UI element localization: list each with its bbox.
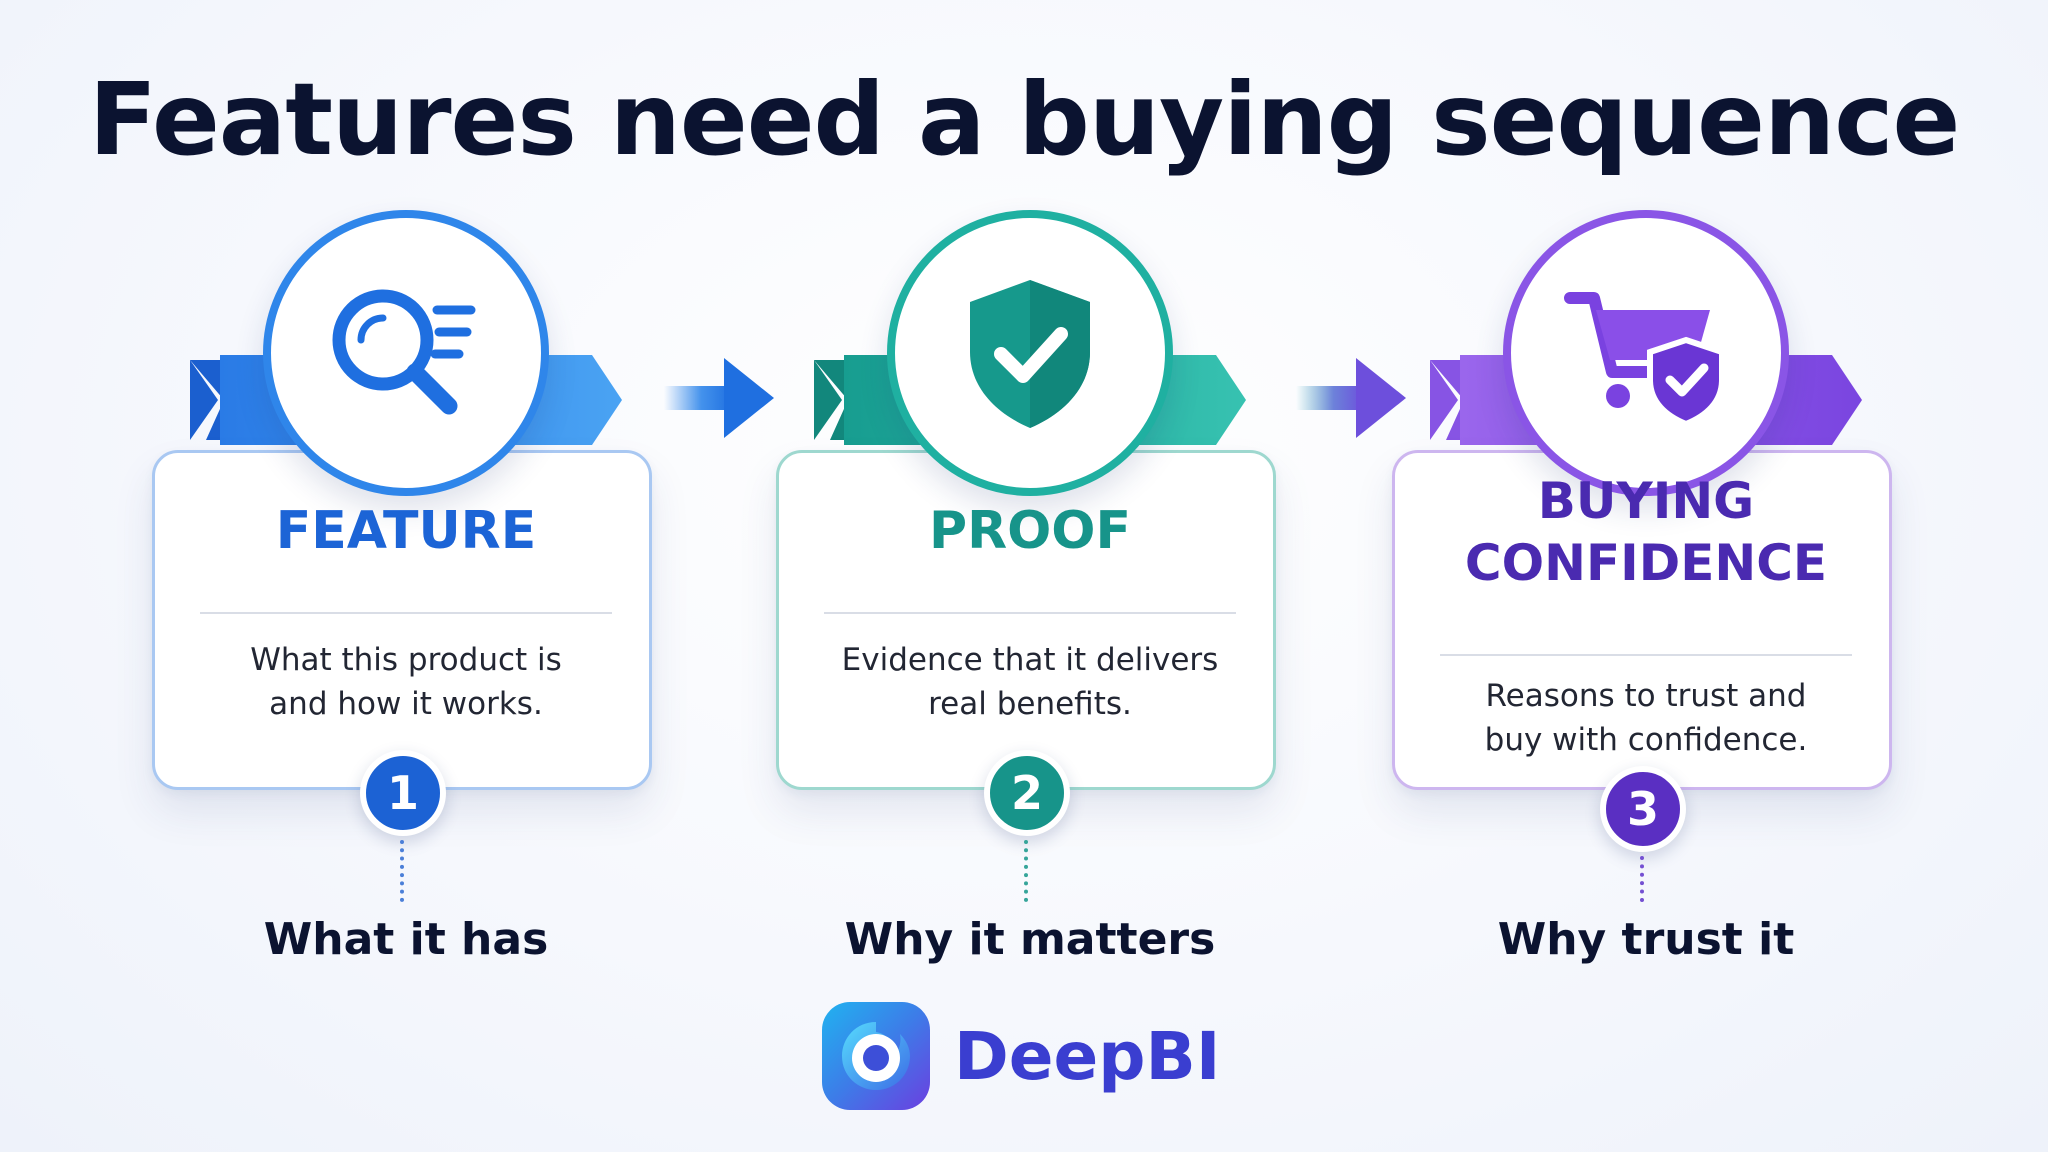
dotted-connector-1 [400, 840, 404, 902]
feature-icon-circle [263, 210, 549, 496]
shield-check-icon [970, 280, 1090, 428]
proof-icon-circle [887, 210, 1173, 496]
step-buying-confidence: BUYING CONFIDENCE Reasons to trust and b… [1356, 210, 1936, 970]
proof-desc-line-1: Evidence that it delivers [841, 642, 1219, 678]
brand-footer: DeepBI [820, 1000, 1220, 1112]
buying-confidence-card [1392, 450, 1892, 790]
brand-name: DeepBI [954, 1017, 1221, 1095]
dotted-connector-2 [1024, 840, 1028, 902]
arrow-right-icon [664, 358, 774, 438]
cart-shield-icon [1564, 292, 1725, 428]
arrow-right-icon [1296, 358, 1406, 438]
feature-card [152, 450, 652, 790]
buying-confidence-description: Reasons to trust and buy with confidence… [1426, 674, 1866, 762]
proof-divider [824, 612, 1236, 614]
search-icon [332, 289, 476, 415]
step-proof: PROOF Evidence that it delivers real ben… [740, 210, 1320, 970]
proof-desc-line-2: real benefits. [928, 686, 1132, 722]
step-feature: FEATURE What this product is and how it … [116, 210, 696, 970]
feature-title: FEATURE [275, 501, 537, 561]
feature-desc-line-2: and how it works. [269, 686, 543, 722]
deepbi-logo-icon [822, 1002, 930, 1110]
proof-description: Evidence that it delivers real benefits. [810, 638, 1250, 726]
buying-confidence-title: BUYING CONFIDENCE [1356, 470, 1936, 594]
dotted-connector-3 [1640, 856, 1644, 902]
buying-confidence-title-line-2: CONFIDENCE [1464, 534, 1828, 592]
buying-confidence-divider [1440, 654, 1852, 656]
proof-card [776, 450, 1276, 790]
feature-caption: What it has [263, 914, 549, 965]
buying-confidence-title-line-1: BUYING [1537, 472, 1755, 530]
buying-confidence-desc-line-2: buy with confidence. [1484, 722, 1808, 758]
step-number-badge-2: 2 [984, 750, 1070, 836]
feature-desc-line-1: What this product is [250, 642, 562, 678]
proof-title: PROOF [928, 501, 1132, 561]
feature-divider [200, 612, 612, 614]
buying-confidence-desc-line-1: Reasons to trust and [1485, 678, 1807, 714]
page-title: Features need a buying sequence [88, 61, 1961, 178]
step-number-badge-3: 3 [1600, 766, 1686, 852]
step-number-badge-1: 1 [360, 750, 446, 836]
buying-confidence-icon-circle [1503, 210, 1789, 496]
proof-caption: Why it matters [844, 914, 1216, 965]
feature-description: What this product is and how it works. [186, 638, 626, 726]
buying-confidence-caption: Why trust it [1497, 914, 1795, 965]
